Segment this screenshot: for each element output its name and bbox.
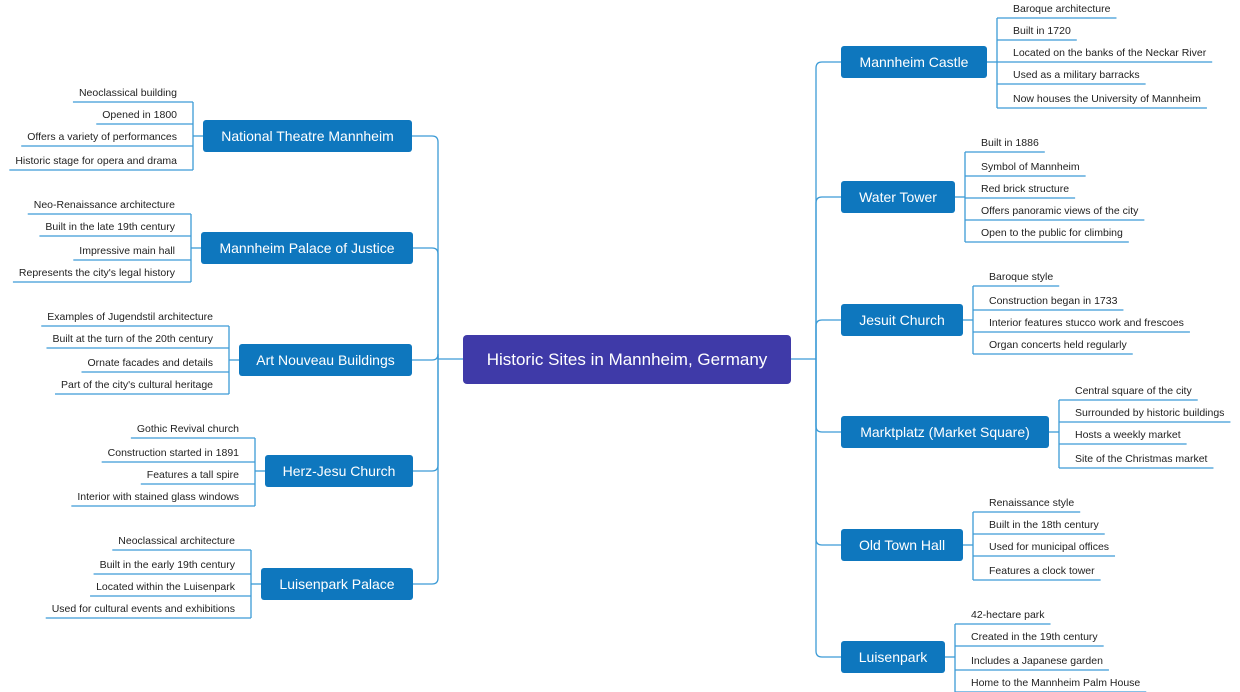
- branch-link: [815, 359, 841, 658]
- leaf-item[interactable]: Used as a military barracks: [1013, 69, 1140, 81]
- leaf-item[interactable]: Represents the city's legal history: [18, 267, 175, 279]
- branch-link: [815, 359, 841, 546]
- leaf-item[interactable]: Baroque style: [989, 271, 1054, 283]
- branch-link: [413, 359, 439, 585]
- branch-node[interactable]: Herz-Jesu Church: [265, 455, 413, 487]
- branch-node[interactable]: Art Nouveau Buildings: [239, 344, 412, 376]
- leaf-item[interactable]: Used for municipal offices: [989, 541, 1110, 553]
- leaf-item[interactable]: Created in the 19th century: [971, 631, 1098, 643]
- leaf-item[interactable]: Built in the late 19th century: [45, 221, 175, 233]
- branch-link: [815, 61, 841, 359]
- leaf-item[interactable]: Located on the banks of the Neckar River: [1013, 47, 1207, 59]
- leaf-item[interactable]: Located within the Luisenpark: [96, 581, 235, 593]
- leaf-item[interactable]: Built in the early 19th century: [99, 559, 235, 571]
- leaf-item[interactable]: Offers panoramic views of the city: [981, 205, 1139, 217]
- leaf-item[interactable]: Used for cultural events and exhibitions: [51, 603, 235, 615]
- leaf-item[interactable]: Renaissance style: [989, 497, 1075, 509]
- leaf-item[interactable]: Impressive main hall: [79, 245, 175, 257]
- branch-link: [815, 196, 841, 359]
- branch-link: [815, 319, 841, 359]
- leaf-item[interactable]: Home to the Mannheim Palm House: [971, 677, 1141, 689]
- leaf-item[interactable]: Ornate facades and details: [87, 357, 214, 369]
- branch-node[interactable]: Luisenpark: [841, 641, 945, 673]
- leaf-item[interactable]: Symbol of Mannheim: [981, 161, 1080, 173]
- branch-link: [412, 353, 439, 361]
- leaf-item[interactable]: Red brick structure: [981, 183, 1070, 195]
- leaf-item[interactable]: Open to the public for climbing: [981, 227, 1123, 239]
- branch-link: [413, 359, 439, 472]
- leaf-item[interactable]: Gothic Revival church: [136, 423, 239, 435]
- leaf-item[interactable]: Surrounded by historic buildings: [1075, 407, 1225, 419]
- leaf-item[interactable]: 42-hectare park: [971, 609, 1045, 621]
- leaf-item[interactable]: Neoclassical architecture: [118, 535, 235, 547]
- branch-node[interactable]: Old Town Hall: [841, 529, 963, 561]
- leaf-item[interactable]: Baroque architecture: [1013, 3, 1111, 15]
- leaf-item[interactable]: Built in 1720: [1013, 25, 1071, 37]
- branch-link: [412, 135, 439, 359]
- leaf-item[interactable]: Part of the city's cultural heritage: [61, 379, 213, 391]
- branch-link: [815, 359, 841, 433]
- leaf-item[interactable]: Built in the 18th century: [989, 519, 1099, 531]
- branch-node[interactable]: Jesuit Church: [841, 304, 963, 336]
- leaf-item[interactable]: Opened in 1800: [102, 109, 177, 121]
- leaf-item[interactable]: Historic stage for opera and drama: [15, 155, 177, 167]
- branch-node[interactable]: Mannheim Palace of Justice: [201, 232, 413, 264]
- branch-node[interactable]: Marktplatz (Market Square): [841, 416, 1049, 448]
- leaf-item[interactable]: Neoclassical building: [78, 87, 177, 99]
- branch-node[interactable]: Water Tower: [841, 181, 955, 213]
- leaf-item[interactable]: Organ concerts held regularly: [989, 339, 1127, 351]
- leaf-item[interactable]: Hosts a weekly market: [1075, 429, 1181, 441]
- leaf-item[interactable]: Offers a variety of performances: [27, 131, 177, 143]
- leaf-item[interactable]: Now houses the University of Mannheim: [1013, 93, 1201, 105]
- branch-node[interactable]: National Theatre Mannheim: [203, 120, 412, 152]
- leaf-item[interactable]: Examples of Jugendstil architecture: [47, 311, 213, 323]
- leaf-item[interactable]: Central square of the city: [1075, 385, 1192, 397]
- root-topic[interactable]: Historic Sites in Mannheim, Germany: [463, 335, 791, 384]
- leaf-item[interactable]: Site of the Christmas market: [1075, 453, 1208, 465]
- leaf-item[interactable]: Includes a Japanese garden: [971, 655, 1103, 667]
- leaf-item[interactable]: Features a clock tower: [989, 565, 1095, 577]
- leaf-item[interactable]: Built in 1886: [981, 137, 1039, 149]
- branch-node[interactable]: Mannheim Castle: [841, 46, 987, 78]
- branch-node[interactable]: Luisenpark Palace: [261, 568, 413, 600]
- leaf-item[interactable]: Construction began in 1733: [989, 295, 1118, 307]
- leaf-item[interactable]: Built at the turn of the 20th century: [52, 333, 213, 345]
- leaf-item[interactable]: Construction started in 1891: [107, 447, 239, 459]
- leaf-item[interactable]: Neo-Renaissance architecture: [33, 199, 175, 211]
- leaf-item[interactable]: Features a tall spire: [146, 469, 239, 481]
- branch-link: [413, 247, 439, 359]
- leaf-item[interactable]: Interior with stained glass windows: [77, 491, 239, 503]
- leaf-item[interactable]: Interior features stucco work and fresco…: [989, 317, 1184, 329]
